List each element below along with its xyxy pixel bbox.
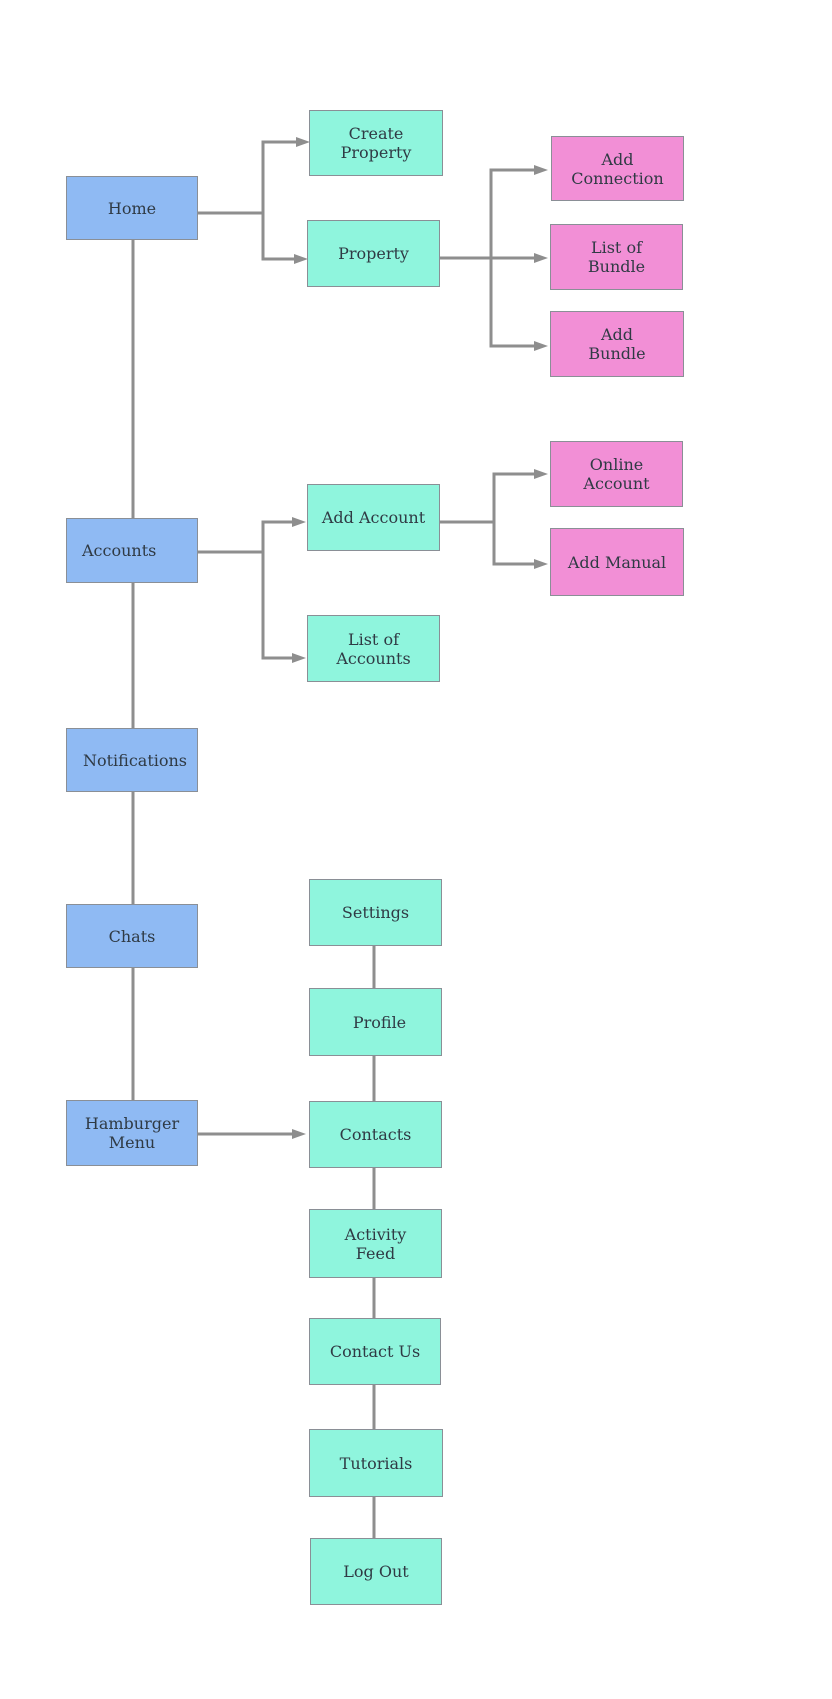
link-property-add-connection: [489, 168, 535, 258]
node-contact-us: Contact Us: [309, 1318, 441, 1385]
node-add-connection: Add Connection: [551, 136, 684, 201]
node-accounts: Accounts: [66, 518, 198, 583]
arrow-property: [294, 254, 308, 264]
node-create-property: Create Property: [309, 110, 443, 176]
link-property-add-bundle: [489, 258, 535, 348]
node-add-manual: Add Manual: [550, 528, 684, 596]
node-property: Property: [307, 220, 440, 287]
node-hamburger-menu: Hamburger Menu: [66, 1100, 198, 1166]
node-settings: Settings: [309, 879, 442, 946]
link-add-account-manual: [492, 522, 535, 566]
arrow-list-of-bundle: [534, 253, 548, 263]
node-list-of-accounts: List of Accounts: [307, 615, 440, 682]
node-list-of-bundle: List of Bundle: [550, 224, 683, 290]
node-home: Home: [66, 176, 198, 240]
node-add-account: Add Account: [307, 484, 440, 551]
arrow-add-bundle: [534, 341, 548, 351]
arrow-add-connection: [534, 165, 548, 175]
node-tutorials: Tutorials: [309, 1429, 443, 1497]
node-chats: Chats: [66, 904, 198, 968]
node-log-out: Log Out: [310, 1538, 442, 1605]
link-accounts-list-of-accounts: [261, 552, 293, 660]
node-profile: Profile: [309, 988, 442, 1056]
arrow-list-of-accounts: [292, 653, 306, 663]
node-contacts: Contacts: [309, 1101, 442, 1168]
node-online-account: Online Account: [550, 441, 683, 507]
link-accounts-add-account: [261, 520, 293, 552]
arrow-create-property: [296, 137, 310, 147]
arrow-contacts: [292, 1129, 306, 1139]
arrow-add-account: [292, 517, 306, 527]
node-activity-feed: Activity Feed: [309, 1209, 442, 1278]
node-notifications: Notifications: [66, 728, 198, 792]
arrow-add-manual: [534, 559, 548, 569]
arrow-online-account: [534, 469, 548, 479]
link-add-account-online: [492, 472, 535, 522]
link-home-property: [261, 213, 298, 261]
link-home-create-property: [261, 140, 300, 213]
node-add-bundle: Add Bundle: [550, 311, 684, 377]
